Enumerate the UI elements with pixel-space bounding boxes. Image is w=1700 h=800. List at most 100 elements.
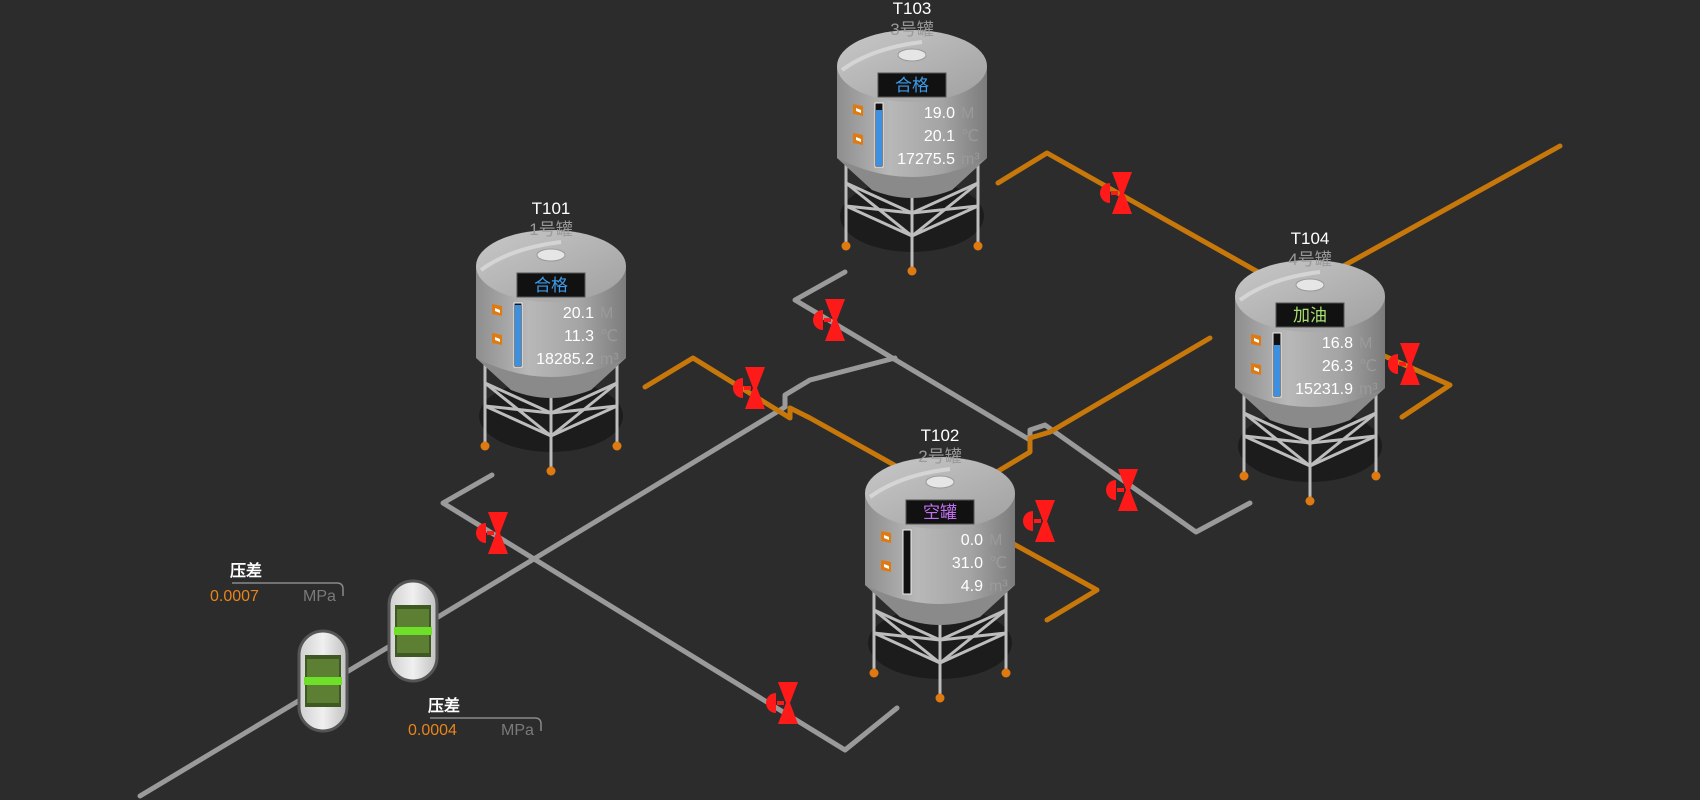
tank-id: T104 bbox=[1291, 229, 1330, 248]
valve-icon[interactable] bbox=[476, 512, 508, 554]
valve-icon[interactable] bbox=[1388, 343, 1420, 385]
leg-foot bbox=[869, 668, 879, 678]
pipe-orange-t102-right bbox=[1007, 539, 1100, 623]
pipe-gray-left-loop bbox=[440, 472, 900, 753]
pressure-gauge-2: 压差 0.0004 MPa bbox=[408, 696, 542, 739]
leg-foot bbox=[1371, 471, 1381, 481]
tank-temp-unit: ℃ bbox=[961, 128, 979, 145]
pressure-gauge-1: 压差 0.0007 MPa bbox=[210, 561, 344, 605]
tank-id: T103 bbox=[893, 0, 932, 18]
tank-level-unit: M bbox=[1359, 335, 1372, 352]
level-bar-fill bbox=[876, 110, 882, 166]
level-bar-bg bbox=[902, 529, 912, 595]
leg-foot bbox=[1001, 668, 1011, 678]
tank-legs bbox=[483, 358, 619, 470]
gray-pipes bbox=[137, 269, 1253, 799]
valve-icon[interactable] bbox=[766, 682, 798, 724]
status-badge-bg bbox=[905, 499, 975, 525]
tank-volume-unit: m³ bbox=[989, 578, 1008, 595]
tank-t102[interactable]: 空罐0.0 M 31.0 ℃ 4.9 m³ T102 2号罐 bbox=[865, 426, 1015, 703]
tank-level-value: 19.0 bbox=[924, 105, 955, 122]
level-bar-fill bbox=[1274, 345, 1280, 396]
tank-top bbox=[865, 457, 1015, 529]
tank-legs bbox=[1242, 388, 1378, 500]
tank-hatch bbox=[897, 48, 927, 62]
pressure-label: 压差 bbox=[230, 561, 262, 580]
tank-level-value: 0.0 bbox=[961, 532, 983, 549]
valve-icon[interactable] bbox=[733, 367, 765, 409]
status-badge-bg bbox=[516, 272, 586, 298]
alarm-icon bbox=[881, 560, 891, 572]
tank-hatch bbox=[1295, 278, 1325, 292]
leg-foot bbox=[841, 241, 851, 251]
tank-volume-unit: m³ bbox=[961, 151, 980, 168]
tank-volume-value: 17275.5 bbox=[897, 151, 955, 168]
level-bar-fill bbox=[515, 305, 521, 366]
leg-foot bbox=[1239, 471, 1249, 481]
tank-status: 合格 bbox=[534, 276, 568, 295]
tank-id: T101 bbox=[532, 199, 571, 218]
leg-foot bbox=[546, 466, 556, 476]
pipe-orange-t104-in bbox=[967, 335, 1213, 491]
filter-1[interactable] bbox=[297, 629, 349, 733]
alarm-icon bbox=[881, 531, 891, 543]
tank-status: 合格 bbox=[895, 76, 929, 95]
pipe-orange-t101 bbox=[642, 355, 933, 488]
tank-level-unit: M bbox=[600, 305, 613, 322]
tank-volume-value: 4.9 bbox=[961, 578, 983, 595]
tank-temp-value: 20.1 bbox=[924, 128, 955, 145]
tank-name: 4号罐 bbox=[1288, 250, 1331, 269]
leg-foot bbox=[907, 266, 917, 276]
tank-temp-value: 31.0 bbox=[952, 555, 983, 572]
tank-name: 2号罐 bbox=[918, 447, 961, 466]
tank-top bbox=[476, 230, 626, 302]
tank-volume-value: 15231.9 bbox=[1295, 381, 1353, 398]
alarm-icon bbox=[853, 133, 863, 145]
alarm-icon bbox=[1251, 363, 1261, 375]
tank-name: 1号罐 bbox=[529, 220, 572, 239]
alarm-icon bbox=[853, 104, 863, 116]
leg-foot bbox=[612, 441, 622, 451]
tank-temp-unit: ℃ bbox=[1359, 358, 1377, 375]
pressure-value: 0.0007 bbox=[210, 588, 259, 605]
tank-id: T102 bbox=[921, 426, 960, 445]
tank-hatch bbox=[536, 248, 566, 262]
tank-legs bbox=[872, 585, 1008, 697]
alarm-icon bbox=[1251, 334, 1261, 346]
valves bbox=[476, 172, 1420, 724]
pressure-label: 压差 bbox=[428, 696, 460, 715]
tank-level-unit: M bbox=[989, 532, 1002, 549]
pipe-main-gray bbox=[137, 355, 898, 799]
filter-2[interactable] bbox=[387, 579, 439, 683]
tank-temp-value: 26.3 bbox=[1322, 358, 1353, 375]
leg-foot bbox=[935, 693, 945, 703]
tank-top bbox=[1235, 260, 1385, 332]
alarm-icon bbox=[492, 333, 502, 345]
valve-icon[interactable] bbox=[1023, 500, 1055, 542]
tank-status: 加油 bbox=[1293, 306, 1327, 325]
tank-level-unit: M bbox=[961, 105, 974, 122]
pipe-gray-upper bbox=[792, 269, 1253, 535]
status-badge-bg bbox=[1275, 302, 1345, 328]
tank-temp-unit: ℃ bbox=[600, 328, 618, 345]
valve-icon[interactable] bbox=[813, 299, 845, 341]
tank-level-value: 20.1 bbox=[563, 305, 594, 322]
tank-status: 空罐 bbox=[923, 503, 957, 522]
valve-icon[interactable] bbox=[1100, 172, 1132, 214]
orange-pipes bbox=[642, 143, 1563, 623]
pressure-value: 0.0004 bbox=[408, 722, 457, 739]
pipe-orange-t103 bbox=[995, 150, 1293, 293]
tank-temp-unit: ℃ bbox=[989, 555, 1007, 572]
pressure-unit: MPa bbox=[501, 722, 534, 739]
tank-legs bbox=[844, 158, 980, 270]
tank-level-value: 16.8 bbox=[1322, 335, 1353, 352]
status-badge-bg bbox=[877, 72, 947, 98]
alarm-icon bbox=[492, 304, 502, 316]
valve-icon[interactable] bbox=[1106, 469, 1138, 511]
leg-foot bbox=[973, 241, 983, 251]
